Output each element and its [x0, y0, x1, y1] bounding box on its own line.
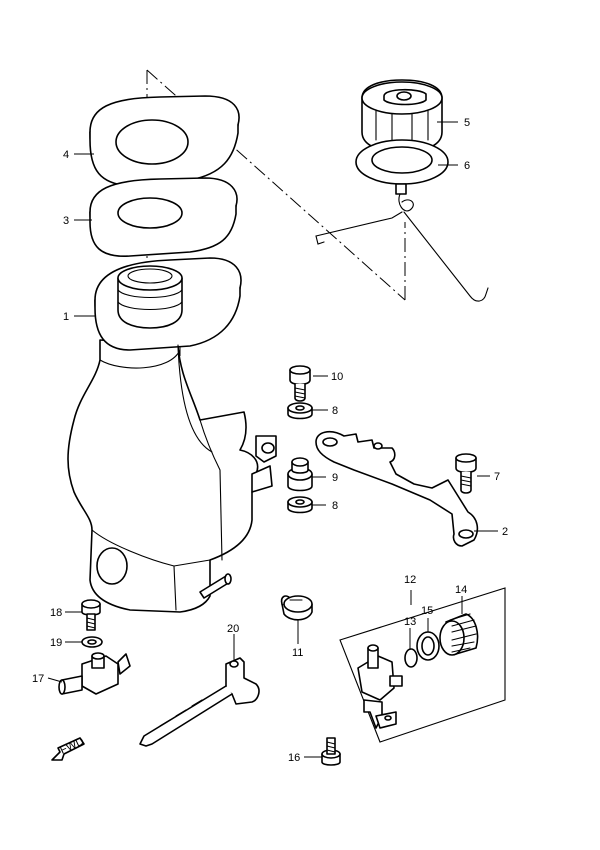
filler-cap [361, 79, 443, 181]
callout-18: 18 [50, 607, 62, 619]
callout-10: 10 [331, 371, 343, 383]
bolt-10 [289, 365, 311, 402]
callout-6: 6 [464, 160, 470, 172]
filter-14 [439, 613, 479, 656]
leader-lines [47, 121, 498, 758]
callout-15: 15 [421, 605, 433, 617]
callout-3: 3 [63, 215, 69, 227]
gasket-top [89, 95, 240, 187]
screw-16 [321, 737, 341, 766]
gasket-middle [89, 177, 238, 257]
grommet [287, 457, 313, 492]
fuel-cock-assembly [339, 587, 506, 743]
o-ring-13 [404, 648, 418, 668]
cap-seal [355, 139, 449, 185]
oil-tank [67, 257, 277, 613]
callout-8-lower: 8 [332, 500, 338, 512]
screw-18 [81, 599, 101, 631]
gasket-ring-15 [416, 631, 440, 661]
knob [280, 595, 313, 621]
callout-20: 20 [227, 623, 239, 635]
washer-19 [81, 636, 103, 648]
callout-9: 9 [332, 472, 338, 484]
callout-4: 4 [63, 149, 69, 161]
callout-13: 13 [404, 616, 416, 628]
callout-2: 2 [502, 526, 508, 538]
bolt-7 [455, 453, 477, 494]
collar-lower [287, 496, 313, 514]
bracket [315, 430, 479, 547]
callout-5: 5 [464, 117, 470, 129]
callout-8-upper: 8 [332, 405, 338, 417]
callout-17: 17 [32, 673, 44, 685]
retaining-wire [315, 183, 489, 302]
callout-12: 12 [404, 574, 416, 586]
callout-19: 19 [50, 637, 62, 649]
collar-upper [287, 402, 313, 420]
dipstick-20 [139, 657, 260, 747]
callout-7: 7 [494, 471, 500, 483]
fwd-arrow-icon: FWD [51, 735, 86, 761]
fwd-label: FWD [58, 735, 86, 756]
callouts: 1 2 3 4 5 6 7 8 8 9 10 11 12 13 14 15 16… [32, 117, 508, 764]
callout-16: 16 [288, 752, 300, 764]
callout-11: 11 [292, 647, 303, 659]
joint-17 [58, 652, 131, 695]
callout-1: 1 [63, 311, 69, 323]
callout-14: 14 [455, 584, 467, 596]
